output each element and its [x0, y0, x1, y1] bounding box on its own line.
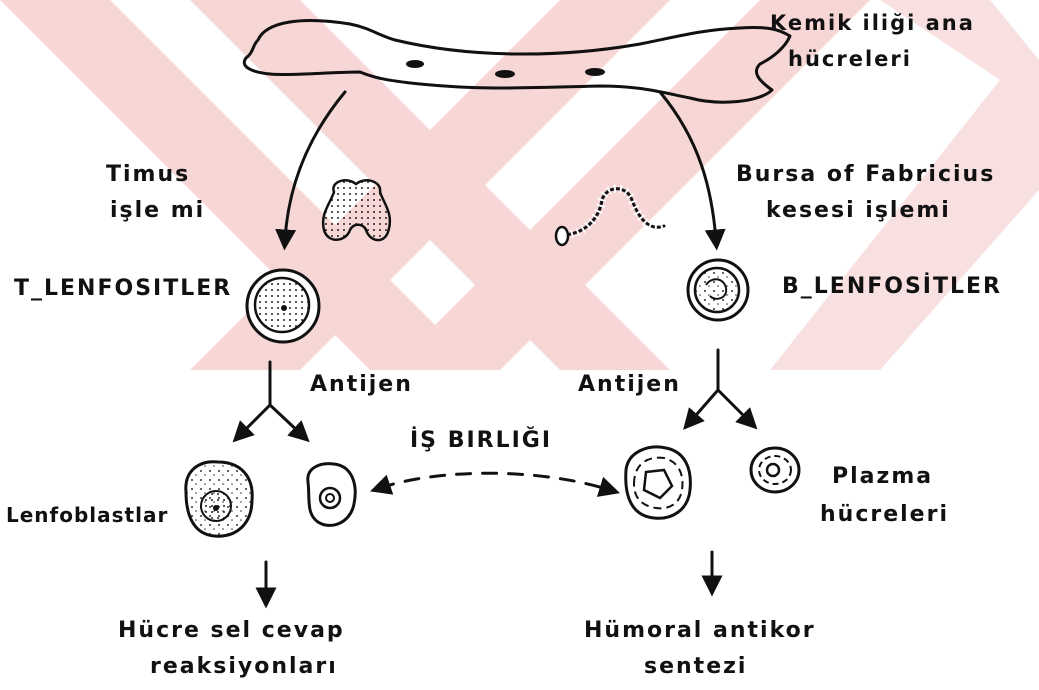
thymus-label-line1: Timus: [106, 160, 190, 190]
thymus-label-line2: işle mi: [110, 196, 205, 226]
plasma-cells-label-line2: hücreleri: [820, 500, 949, 530]
antigen-label-left: Antijen: [310, 370, 413, 400]
bone-marrow-label-line2: hücreleri: [788, 44, 912, 74]
humoral-synthesis-label-line2: sentezi: [644, 652, 747, 682]
lymphoblast-cell-large: [186, 462, 252, 536]
antigen-label-right: Antijen: [578, 370, 681, 400]
lymphoblasts-label: Lenfoblastlar: [6, 500, 168, 530]
b-lymphocytes-label: B_LENFOSİTLER: [782, 272, 1002, 302]
t-lymphocytes-label: T_LENFOSITLER: [14, 274, 232, 304]
t-lymphocyte-cell: [247, 270, 319, 342]
cellular-response-label-line2: reaksiyonları: [150, 652, 338, 682]
cooperation-arrow: [380, 473, 610, 490]
plasma-cell-large: [626, 447, 691, 518]
bone-marrow-label-line1: Kemik iliği ana: [770, 8, 975, 38]
bursa-label-line2: kesesi işlemi: [766, 196, 951, 226]
bursa-label-line1: Bursa of Fabricius: [736, 160, 995, 190]
cellular-response-label-line1: Hücre sel cevap: [118, 616, 345, 646]
lymphoblast-cell-small: [308, 464, 355, 526]
cooperation-label: İŞ BIRLIĞI: [410, 426, 552, 456]
antigen-fork-left: [240, 362, 302, 435]
plasma-cells-label-line1: Plazma: [832, 462, 933, 492]
humoral-synthesis-label-line1: Hümoral antikor: [584, 616, 816, 646]
b-lymphocyte-cell: [688, 260, 748, 320]
antigen-fork-right: [690, 350, 750, 422]
plasma-cell-small: [751, 448, 799, 492]
